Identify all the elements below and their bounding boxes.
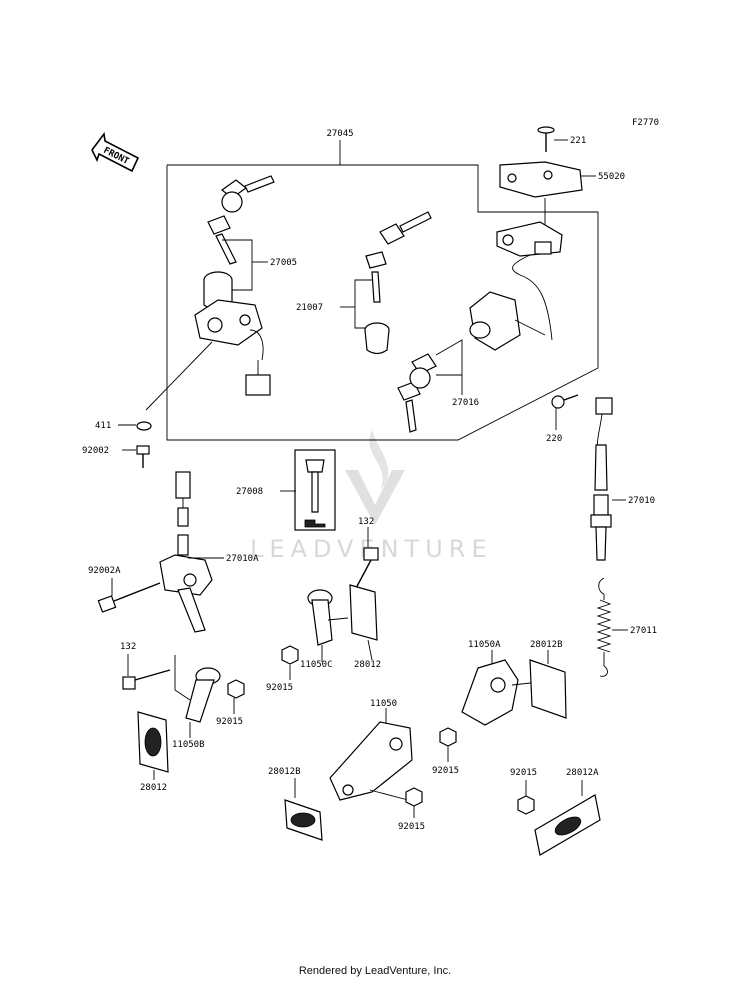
label-28012A: 28012A — [566, 768, 599, 778]
keys-21007 — [364, 211, 432, 355]
label-11050: 11050 — [370, 699, 397, 709]
label-132-left: 132 — [120, 642, 136, 652]
bolt-92002A — [97, 582, 161, 613]
label-92002A: 92002A — [88, 566, 121, 576]
spring-27011 — [596, 577, 612, 677]
label-27010: 27010 — [628, 496, 655, 506]
washer-411 — [136, 421, 152, 431]
screw-220 — [551, 394, 579, 409]
label-11050C: 11050C — [300, 660, 333, 670]
ignition-switch-body — [194, 271, 271, 396]
ignition-keys-27005 — [207, 175, 275, 265]
label-28012-left: 28012 — [140, 783, 167, 793]
pad-28012-upper — [349, 584, 378, 641]
bracket-27016 — [435, 339, 463, 376]
cover-55020 — [499, 161, 583, 198]
switch-27010A — [159, 471, 213, 633]
bracket-11050A — [461, 659, 541, 726]
pad-28012B-left — [284, 799, 323, 841]
label-92015-b: 92015 — [216, 717, 243, 727]
label-27008: 27008 — [236, 487, 263, 497]
pad-28012B-right — [529, 659, 567, 719]
bracket-27005 — [222, 239, 253, 291]
footer-credit: Rendered by LeadVenture, Inc. — [299, 965, 451, 977]
label-92015-d: 92015 — [398, 822, 425, 832]
label-411: 411 — [95, 421, 111, 431]
front-arrow-icon: FRONT — [91, 131, 140, 173]
figure-ref-code: F2770 — [632, 118, 659, 128]
leadventure-watermark: LEADVENTURE — [250, 430, 487, 563]
label-220: 220 — [546, 434, 562, 444]
bolt-132-left — [122, 669, 171, 690]
label-27011: 27011 — [630, 626, 657, 636]
nut-92015-b — [227, 679, 245, 699]
label-132-upper: 132 — [358, 517, 374, 527]
label-27010A: 27010A — [226, 554, 259, 564]
label-11050A: 11050A — [468, 640, 501, 650]
switch-27010 — [590, 397, 613, 561]
bracket-11050B — [174, 655, 221, 723]
nut-92015-c — [439, 727, 457, 747]
label-28012-upper: 28012 — [354, 660, 381, 670]
label-21007: 21007 — [296, 303, 323, 313]
label-92015-e: 92015 — [510, 768, 537, 778]
pad-28012-left — [137, 711, 169, 773]
label-55020: 55020 — [598, 172, 625, 182]
pad-28012A — [534, 794, 601, 856]
bracket-11050 — [329, 721, 413, 801]
label-27005: 27005 — [270, 258, 297, 268]
leader-411-up — [145, 341, 213, 411]
nut-92015-e — [517, 795, 535, 815]
switch-bracket — [496, 198, 563, 341]
label-27045: 27045 — [326, 129, 353, 139]
label-92015-a: 92015 — [266, 683, 293, 693]
screw-221 — [537, 126, 555, 152]
bolt-132-upper — [354, 547, 379, 591]
kit-frame — [166, 164, 599, 441]
bracket-11050C — [307, 589, 349, 662]
label-27016: 27016 — [452, 398, 479, 408]
bolt-92002 — [136, 445, 150, 468]
bracket-21007 — [354, 279, 372, 329]
seat-lock-27016 — [397, 291, 546, 433]
nut-92015-d — [405, 787, 423, 807]
label-11050B: 11050B — [172, 740, 205, 750]
label-92015-c: 92015 — [432, 766, 459, 776]
key-blank-27008 — [294, 449, 336, 531]
label-28012B-left: 28012B — [268, 767, 301, 777]
label-28012B-right: 28012B — [530, 640, 563, 650]
label-92002: 92002 — [82, 446, 109, 456]
leader-28012-upper — [367, 639, 373, 661]
nut-92015-a — [281, 645, 299, 665]
label-221: 221 — [570, 136, 586, 146]
